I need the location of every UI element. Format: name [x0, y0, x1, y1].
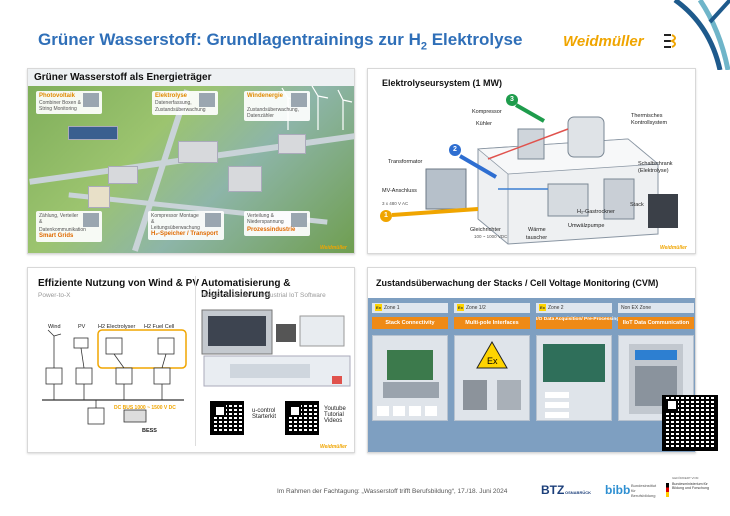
- btz-logo: BTZ: [541, 483, 565, 497]
- qr-code-main[interactable]: [662, 395, 718, 451]
- footer-event-text: Im Rahmen der Fachtagung: „Wasserstoff t…: [277, 488, 508, 495]
- panel-energy-carrier: Grüner Wasserstoff als Energieträger Pho…: [27, 68, 355, 254]
- label-kontrollsystem: Kontrollsystem: [631, 120, 668, 126]
- panel-energy-title: Grüner Wasserstoff als Energieträger: [28, 69, 354, 86]
- corner-decoration: [673, 0, 730, 70]
- btz-logo-sub: OSNABRÜCK: [565, 490, 591, 495]
- label-h2-gastrockner: H₂-Gastrockner: [577, 209, 615, 215]
- panel-electrolyser-system: Elektrolyseursystem (1 MW) 1 2 3 Kompres…: [367, 68, 696, 254]
- label-gleichrichter: Gleichrichter: [470, 227, 501, 233]
- label-wind: Wind: [48, 324, 61, 330]
- panel-cvm-title: Zustandsüberwachung der Stacks / Cell Vo…: [376, 278, 659, 288]
- marker-3: 3: [506, 94, 518, 106]
- panel-automation-subtitle: Messen & steuern + Industrial IoT Softwa…: [201, 292, 326, 299]
- bmbf-funded-by: GEFÖRDERT VOM: [672, 476, 699, 480]
- panel-divider: [195, 276, 196, 446]
- label-umwaelzpumpe: Umwälzpumpe: [568, 223, 605, 229]
- label-stack: Stack: [630, 202, 644, 208]
- label-kuehler: Kühler: [476, 121, 492, 127]
- panel-cell-voltage-monitoring: Zustandsüberwachung der Stacks / Cell Vo…: [367, 267, 696, 453]
- marker-2: 2: [449, 144, 461, 156]
- automation-illustration: [201, 309, 351, 387]
- label-u-control: u-control Starterkit: [252, 408, 277, 420]
- label-fuel-cell: H2 Fuel Cell: [144, 324, 175, 330]
- label-dc-bus: DC BUS 1000 ~ 1500 V DC: [114, 405, 176, 411]
- label-gleichrichter-voltage: 100 ~ 1000 VDC: [474, 234, 508, 239]
- category-iiot: IIoT Data Communication: [618, 317, 694, 329]
- label-transformator: Transformator: [388, 159, 423, 165]
- svg-text:Ex: Ex: [487, 356, 498, 366]
- label-mv-anschluss: MV-Anschluss: [382, 188, 417, 194]
- qr-code-youtube[interactable]: [285, 401, 319, 435]
- category-io-data: I/O Data Acquisition/ Pre-Processing: [536, 317, 619, 329]
- panel-electrolyser-title: Elektrolyseursystem (1 MW): [382, 78, 503, 88]
- panel-wind-subtitle: Power-to-X: [38, 292, 71, 299]
- photo-multi-pole: Ex: [454, 335, 530, 421]
- label-youtube: Youtube Tutorial Videos: [324, 406, 346, 424]
- zone-non-ex: Non EX Zone: [618, 303, 694, 313]
- label-voltage-in: 3 x 480 V AC: [382, 201, 409, 206]
- label-kompressor: Kompressor: [472, 109, 502, 115]
- weidmueller-mark-icon: [664, 34, 676, 48]
- bibb-logo-sub: Bundesinstitut für Berufsbildung: [631, 483, 657, 498]
- label-bess: BESS: [142, 428, 157, 434]
- label-tauscher: tauscher: [526, 235, 548, 241]
- marker-1: 1: [380, 210, 392, 222]
- ex-icon: Ex: [539, 304, 546, 311]
- bmbf-logo-text: Bundesministerium für Bildung und Forsch…: [672, 482, 709, 491]
- category-stack-connectivity: Stack Connectivity: [372, 317, 448, 329]
- photo-io-data: [536, 335, 612, 421]
- page-title: Grüner Wasserstoff: Grundlagentrainings …: [38, 30, 523, 53]
- label-schaltschrank: Schaltschrank: [638, 161, 673, 167]
- ex-icon: Ex: [457, 304, 464, 311]
- label-electrolyser: H2 Electrolyser: [98, 324, 136, 330]
- german-flag-icon: [666, 483, 669, 497]
- electrolyser-illustration: [391, 103, 678, 245]
- label-waerme: Wärme: [528, 227, 546, 233]
- panel-wind-logo: Weidmüller: [320, 444, 347, 450]
- label-thermisches: Thermisches: [631, 113, 663, 119]
- label-pv: PV: [78, 324, 86, 330]
- bibb-logo: bibb: [605, 483, 631, 497]
- photo-stack-connectivity: [372, 335, 448, 421]
- power-flow-diagram: [42, 329, 187, 425]
- label-elektrolyse: (Elektrolyse): [638, 168, 669, 174]
- category-multi-pole: Multi-pole Interfaces: [454, 317, 530, 329]
- ex-icon: Ex: [375, 304, 382, 311]
- weidmueller-logo: Weidmüller: [563, 33, 644, 50]
- panel-wind-pv-automation: Effiziente Nutzung von Wind & PV Power-t…: [27, 267, 355, 453]
- callout-h2-storage: Kompressor Montage & Leitungsüberwachung…: [148, 211, 224, 241]
- panel-wind-title: Effiziente Nutzung von Wind & PV: [38, 278, 200, 289]
- panel-electrolyser-logo: Weidmüller: [660, 245, 687, 251]
- panel-energy-logo: Weidmüller: [320, 245, 347, 251]
- qr-code-starterkit[interactable]: [210, 401, 244, 435]
- panel-automation-title: Automatisierung & Digitalisierung: [201, 278, 291, 300]
